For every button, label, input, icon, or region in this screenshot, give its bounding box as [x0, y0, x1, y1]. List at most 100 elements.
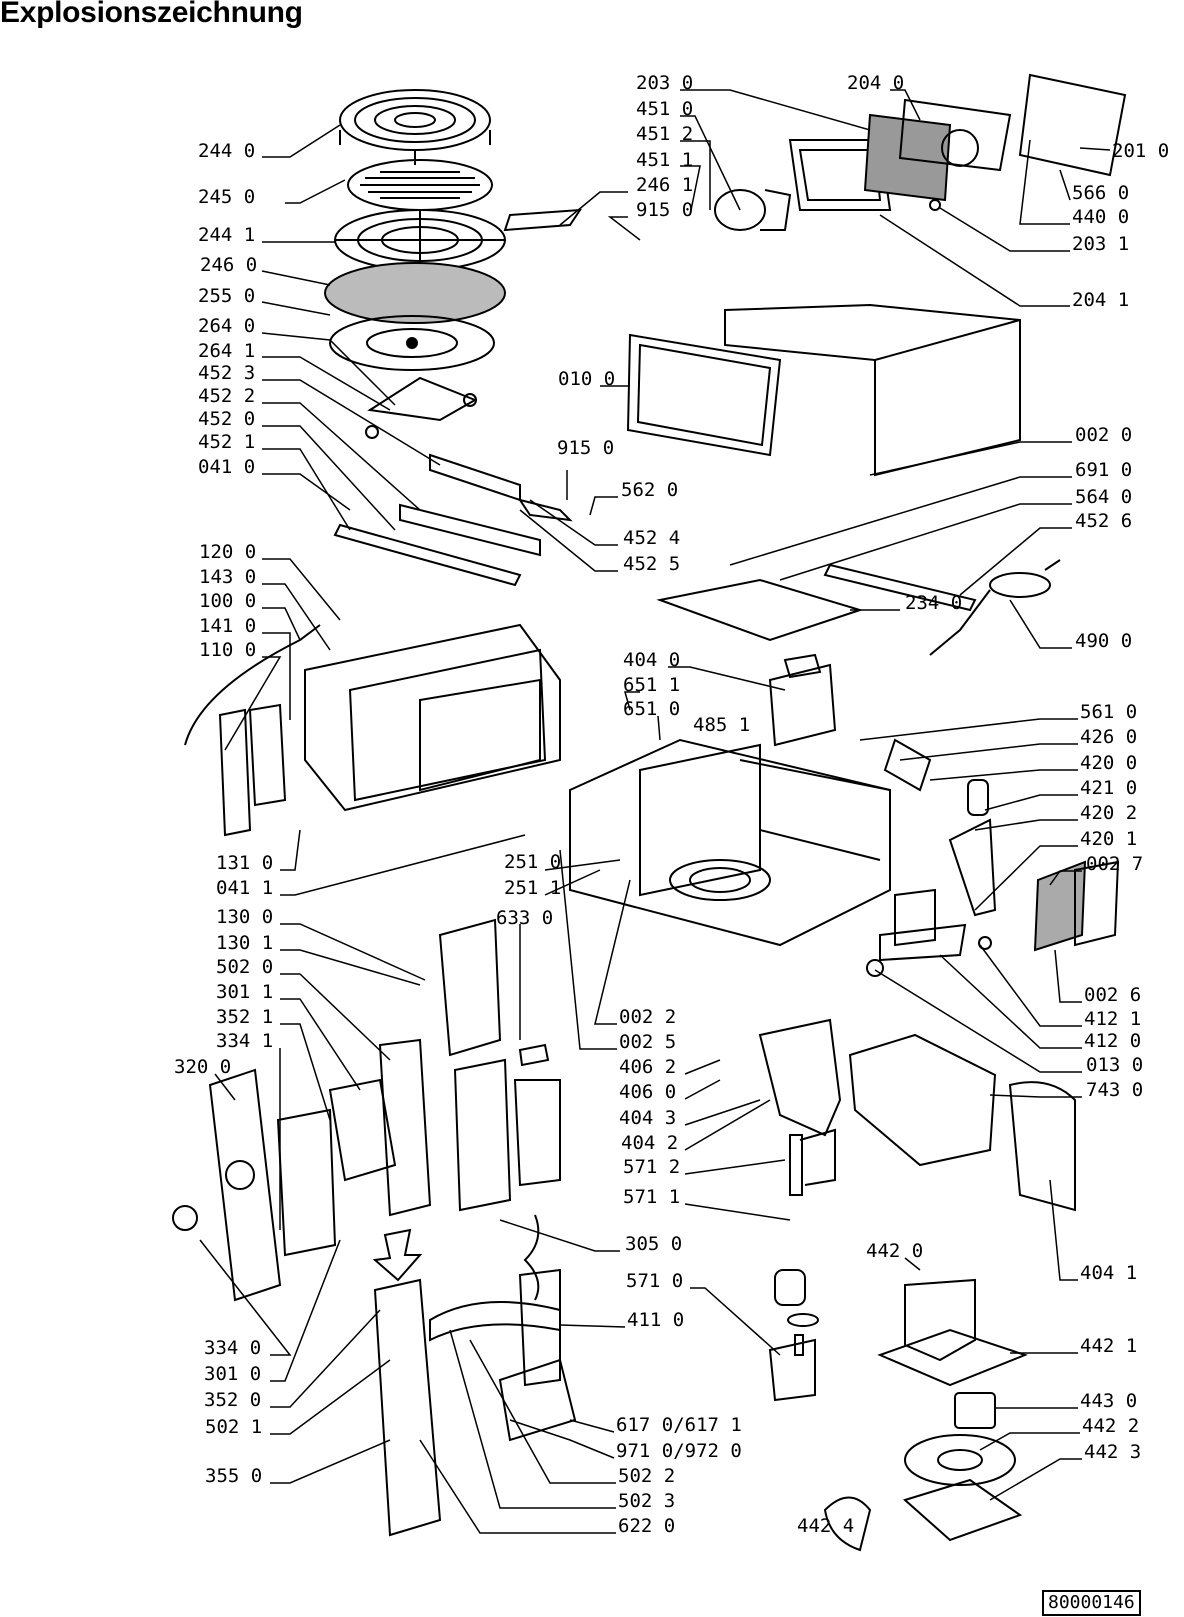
part-label: 234 0 — [905, 592, 963, 614]
part-label: 633 0 — [496, 907, 554, 929]
part-label: 406 2 — [619, 1056, 677, 1078]
part-label: 691 0 — [1075, 459, 1133, 481]
part-label: 201 0 — [1112, 140, 1170, 162]
part-label: 246 0 — [200, 254, 258, 276]
part-label: 203 1 — [1072, 233, 1130, 255]
power-cord — [929, 559, 1061, 656]
part-label: 562 0 — [621, 479, 679, 501]
transformer — [768, 653, 837, 747]
crisp-plate — [324, 262, 506, 324]
part-label: 617 0/617 1 — [616, 1414, 742, 1436]
part-label: 571 1 — [623, 1186, 681, 1208]
part-label: 110 0 — [199, 639, 257, 661]
part-label: 204 1 — [1072, 289, 1130, 311]
part-label: 404 3 — [619, 1107, 677, 1129]
part-label: 100 0 — [199, 590, 257, 612]
part-label: 420 2 — [1080, 802, 1138, 824]
part-label: 301 0 — [204, 1363, 262, 1385]
part-label: 404 0 — [623, 649, 681, 671]
part-label: 452 1 — [198, 431, 256, 453]
turntable-plate — [329, 315, 495, 371]
document-id-box: 80000146 — [1042, 1590, 1141, 1616]
part-label: 406 0 — [619, 1081, 677, 1103]
part-label: 320 0 — [174, 1056, 232, 1078]
part-label: 971 0/972 0 — [616, 1440, 742, 1462]
part-label: 002 7 — [1086, 853, 1144, 875]
control-panel-bracket — [438, 918, 550, 1067]
part-label: 143 0 — [199, 566, 257, 588]
part-label: 426 0 — [1080, 726, 1138, 748]
part-label: 442 4 — [797, 1515, 855, 1537]
part-label: 502 1 — [205, 1416, 263, 1438]
pcb-boards — [328, 1038, 561, 1217]
lower-control-assembly — [373, 1268, 577, 1537]
part-label: 002 5 — [619, 1031, 677, 1053]
part-label: 245 0 — [198, 186, 256, 208]
part-label: 440 0 — [1072, 206, 1130, 228]
filter-cover — [1033, 860, 1120, 952]
part-label: 013 0 — [1086, 1054, 1144, 1076]
part-label: 141 0 — [199, 615, 257, 637]
part-label: 442 1 — [1080, 1335, 1138, 1357]
capacitor-diode — [883, 738, 997, 917]
part-label: 442 0 — [866, 1240, 924, 1262]
grill-rack-high — [339, 89, 491, 165]
part-label: 305 0 — [625, 1233, 683, 1255]
part-label: 571 2 — [623, 1156, 681, 1178]
part-label: 244 0 — [198, 140, 256, 162]
part-label: 411 0 — [627, 1309, 685, 1331]
vent-ducts — [758, 1018, 1076, 1212]
part-label: 264 0 — [198, 315, 256, 337]
part-label: 412 1 — [1084, 1008, 1142, 1030]
part-label: 651 0 — [623, 698, 681, 720]
part-label: 571 0 — [626, 1270, 684, 1292]
part-label: 002 6 — [1084, 984, 1142, 1006]
part-label: 452 4 — [623, 527, 681, 549]
part-label: 130 0 — [216, 906, 274, 928]
part-label: 452 5 — [623, 553, 681, 575]
part-label: 420 1 — [1080, 828, 1138, 850]
part-label: 421 0 — [1080, 777, 1138, 799]
part-label: 452 3 — [198, 362, 256, 384]
part-label: 355 0 — [205, 1465, 263, 1487]
part-label: 246 1 — [636, 174, 694, 196]
part-label: 264 1 — [198, 340, 256, 362]
heater-assembly — [333, 453, 573, 587]
part-label: 130 1 — [216, 932, 274, 954]
part-label: 442 2 — [1082, 1415, 1140, 1437]
part-label: 412 0 — [1084, 1030, 1142, 1052]
part-label: 502 2 — [618, 1465, 676, 1487]
part-label: 002 2 — [619, 1006, 677, 1028]
part-label: 915 0 — [557, 437, 615, 459]
part-label: 443 0 — [1080, 1390, 1138, 1412]
part-label: 010 0 — [558, 368, 616, 390]
part-label: 622 0 — [618, 1515, 676, 1537]
part-label: 334 0 — [204, 1337, 262, 1359]
part-label: 452 2 — [198, 385, 256, 407]
part-label: 490 0 — [1075, 630, 1133, 652]
part-label: 451 2 — [636, 123, 694, 145]
door-assembly — [184, 623, 561, 837]
part-label: 452 0 — [198, 408, 256, 430]
part-label: 002 0 — [1075, 424, 1133, 446]
part-label: 451 1 — [636, 149, 694, 171]
arrow-icons — [372, 1214, 540, 1301]
part-label: 255 0 — [198, 285, 256, 307]
control-panel-front — [172, 1068, 337, 1302]
part-label: 352 1 — [216, 1006, 274, 1028]
page-title: Explosionszeichnung — [0, 0, 303, 29]
part-label: 041 1 — [216, 877, 274, 899]
leader-lines — [199, 89, 1111, 1534]
part-label: 301 1 — [216, 981, 274, 1003]
part-label: 564 0 — [1075, 486, 1133, 508]
part-label: 485 1 — [693, 714, 751, 736]
part-label: 120 0 — [199, 541, 257, 563]
part-label: 566 0 — [1072, 182, 1130, 204]
motor-bracket — [866, 888, 992, 977]
roller-ring — [365, 376, 478, 439]
fan-motor — [877, 1278, 1028, 1542]
cabinet-housing — [724, 303, 1021, 477]
grill-rack-low — [347, 159, 493, 211]
part-label: 244 1 — [198, 224, 256, 246]
part-label: 451 0 — [636, 98, 694, 120]
